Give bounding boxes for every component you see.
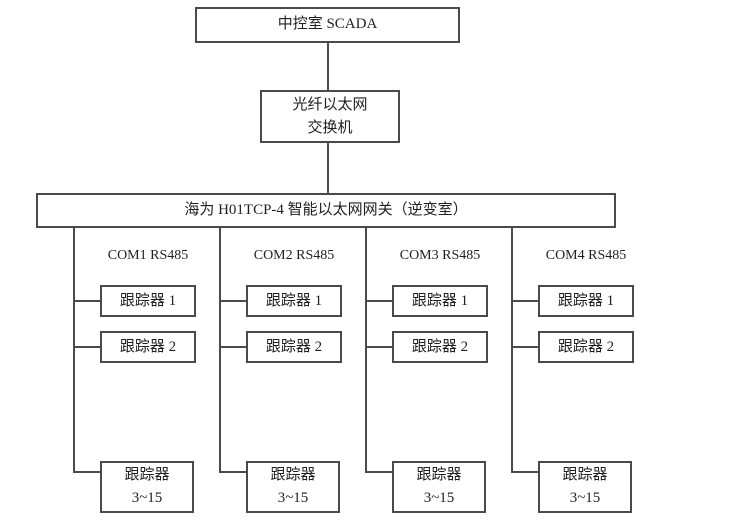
com3-tracker-group-node: 跟踪器 3~15 bbox=[392, 461, 486, 513]
com2-tracker-group-connector bbox=[219, 471, 248, 473]
com4-tracker-group-connector bbox=[511, 471, 540, 473]
com1-tracker-group-label-line2: 3~15 bbox=[131, 490, 163, 506]
com2-tracker2-label: 跟踪器 2 bbox=[265, 339, 323, 355]
com2-bus-line bbox=[219, 228, 221, 473]
com3-tracker1-label: 跟踪器 1 bbox=[411, 293, 469, 309]
com3-tracker-group-label-line1: 跟踪器 bbox=[416, 467, 462, 483]
com4-tracker2-connector bbox=[511, 346, 540, 348]
com1-tracker1-label: 跟踪器 1 bbox=[119, 293, 177, 309]
com1-tracker-group-connector bbox=[73, 471, 102, 473]
com4-tracker-group-node: 跟踪器 3~15 bbox=[538, 461, 632, 513]
com2-tracker-group-label-line1: 跟踪器 bbox=[270, 467, 316, 483]
gateway-node: 海为 H01TCP-4 智能以太网网关（逆变室） bbox=[36, 193, 616, 228]
connector-switch-to-gateway bbox=[327, 143, 329, 193]
com4-tracker1-label: 跟踪器 1 bbox=[557, 293, 615, 309]
com4-tracker1-node: 跟踪器 1 bbox=[538, 285, 634, 317]
com2-branch: COM2 RS485 跟踪器 1 跟踪器 2 跟踪器 3~15 bbox=[219, 228, 389, 525]
com2-tracker1-node: 跟踪器 1 bbox=[246, 285, 342, 317]
com1-tracker2-node: 跟踪器 2 bbox=[100, 331, 196, 363]
com2-tracker1-label: 跟踪器 1 bbox=[265, 293, 323, 309]
com2-tracker-group-node: 跟踪器 3~15 bbox=[246, 461, 340, 513]
com1-port-label: COM1 RS485 bbox=[107, 248, 189, 263]
ethernet-switch-label-line1: 光纤以太网 bbox=[292, 97, 368, 113]
com4-port-label: COM4 RS485 bbox=[545, 248, 627, 263]
com2-tracker-group-label-line2: 3~15 bbox=[277, 490, 309, 506]
com3-tracker2-connector bbox=[365, 346, 394, 348]
com4-tracker1-connector bbox=[511, 300, 540, 302]
com3-tracker-group-connector bbox=[365, 471, 394, 473]
ethernet-switch-label-line2: 交换机 bbox=[307, 120, 353, 136]
com2-port-label: COM2 RS485 bbox=[253, 248, 335, 263]
com2-tracker2-connector bbox=[219, 346, 248, 348]
com4-tracker2-node: 跟踪器 2 bbox=[538, 331, 634, 363]
com1-tracker2-connector bbox=[73, 346, 102, 348]
com1-tracker-group-label-line1: 跟踪器 bbox=[124, 467, 170, 483]
com4-tracker-group-label-line2: 3~15 bbox=[569, 490, 601, 506]
gateway-node-label: 海为 H01TCP-4 智能以太网网关（逆变室） bbox=[184, 202, 468, 218]
com3-port-label: COM3 RS485 bbox=[399, 248, 481, 263]
com3-tracker2-label: 跟踪器 2 bbox=[411, 339, 469, 355]
scada-node: 中控室 SCADA bbox=[195, 7, 460, 43]
com3-bus-line bbox=[365, 228, 367, 473]
com4-tracker2-label: 跟踪器 2 bbox=[557, 339, 615, 355]
connector-scada-to-switch bbox=[327, 43, 329, 90]
com3-tracker1-connector bbox=[365, 300, 394, 302]
com4-branch: COM4 RS485 跟踪器 1 跟踪器 2 跟踪器 3~15 bbox=[511, 228, 681, 525]
com1-tracker2-label: 跟踪器 2 bbox=[119, 339, 177, 355]
com3-branch: COM3 RS485 跟踪器 1 跟踪器 2 跟踪器 3~15 bbox=[365, 228, 535, 525]
scada-node-label: 中控室 SCADA bbox=[277, 16, 378, 32]
com1-tracker-group-node: 跟踪器 3~15 bbox=[100, 461, 194, 513]
ethernet-switch-node: 光纤以太网 交换机 bbox=[260, 90, 400, 143]
com3-tracker-group-label-line2: 3~15 bbox=[423, 490, 455, 506]
com4-bus-line bbox=[511, 228, 513, 473]
com1-tracker1-node: 跟踪器 1 bbox=[100, 285, 196, 317]
com4-tracker-group-label-line1: 跟踪器 bbox=[562, 467, 608, 483]
com1-bus-line bbox=[73, 228, 75, 473]
com3-tracker1-node: 跟踪器 1 bbox=[392, 285, 488, 317]
com1-branch: COM1 RS485 跟踪器 1 跟踪器 2 跟踪器 3~15 bbox=[73, 228, 243, 525]
com2-tracker2-node: 跟踪器 2 bbox=[246, 331, 342, 363]
com1-tracker1-connector bbox=[73, 300, 102, 302]
com2-tracker1-connector bbox=[219, 300, 248, 302]
com3-tracker2-node: 跟踪器 2 bbox=[392, 331, 488, 363]
